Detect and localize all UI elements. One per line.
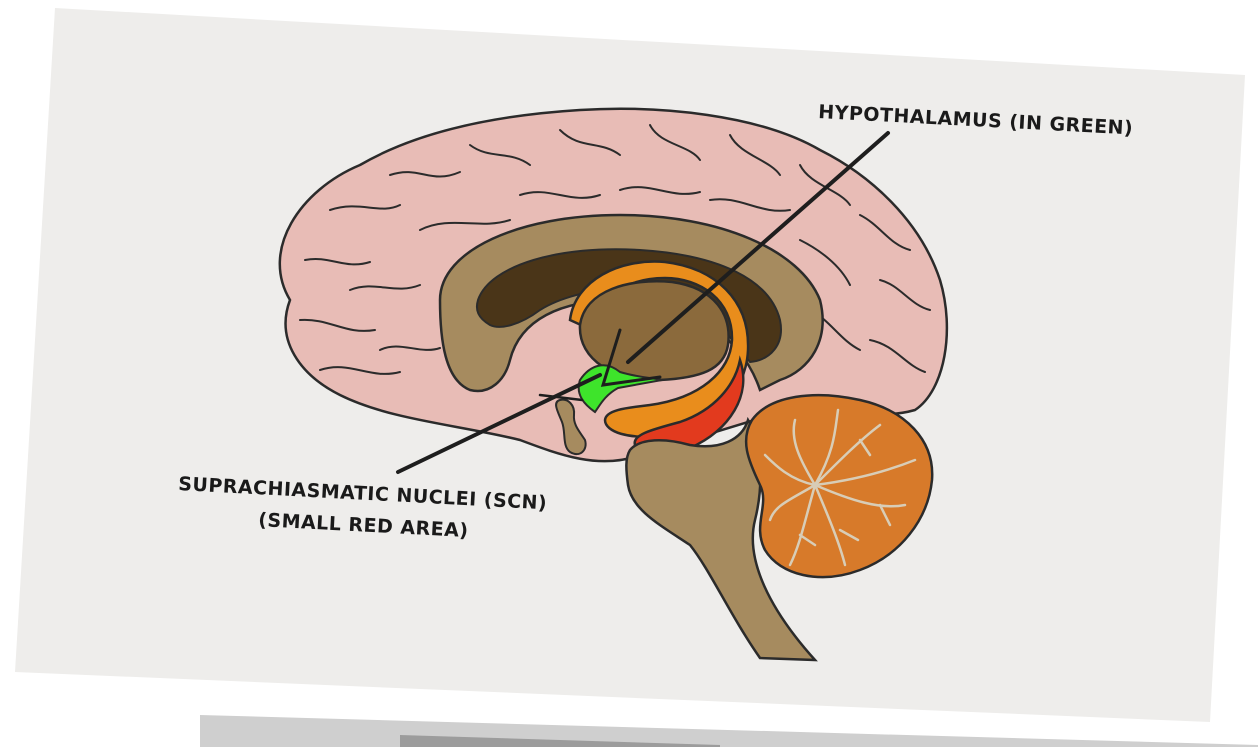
- second-sheet-edge: [200, 715, 1258, 747]
